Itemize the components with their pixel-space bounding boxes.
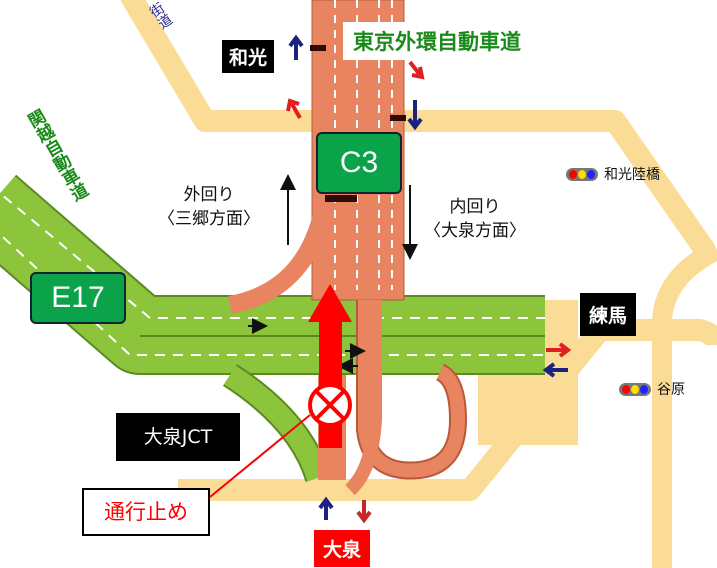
oizumi-label: 大泉 <box>314 530 371 567</box>
inner-loop-direction: 〈大泉方面〉 <box>424 221 526 241</box>
direction-arrows <box>248 34 572 524</box>
local-roads <box>120 0 717 568</box>
station-yahara-name: 谷原 <box>657 382 685 398</box>
traffic-light-icon <box>566 167 598 181</box>
station-wako-rikkyo-name: 和光陸橋 <box>604 167 660 183</box>
circle-x-icon <box>308 383 352 427</box>
nerima-label: 練馬 <box>580 293 637 336</box>
callout-line <box>209 414 311 498</box>
outer-loop-direction: 〈三郷方面〉 <box>158 209 260 229</box>
station-yahara: 谷原 <box>619 379 685 399</box>
gaikan-label: 東京外環自動車道 <box>343 22 531 60</box>
wako-label: 和光 <box>222 40 275 73</box>
closure-arrow-head <box>308 284 352 322</box>
closure-route <box>209 284 352 498</box>
inner-loop-label: 内回り 〈大泉方面〉 <box>424 195 526 243</box>
outer-loop-label: 外回り 〈三郷方面〉 <box>158 183 260 231</box>
traffic-light-icon <box>619 382 651 396</box>
road-right <box>652 240 717 568</box>
inner-loop-name: 内回り <box>449 197 501 217</box>
e17-route-sign: E17 <box>30 272 126 324</box>
outer-loop-name: 外回り <box>183 185 235 205</box>
station-wako-rikkyo: 和光陸橋 <box>566 164 660 184</box>
oizumi-jct-label: 大泉JCT <box>116 413 240 461</box>
closure-label: 通行止め <box>82 488 210 536</box>
kanetsu-expressway <box>0 174 545 483</box>
c3-route-sign: C3 <box>316 132 402 194</box>
